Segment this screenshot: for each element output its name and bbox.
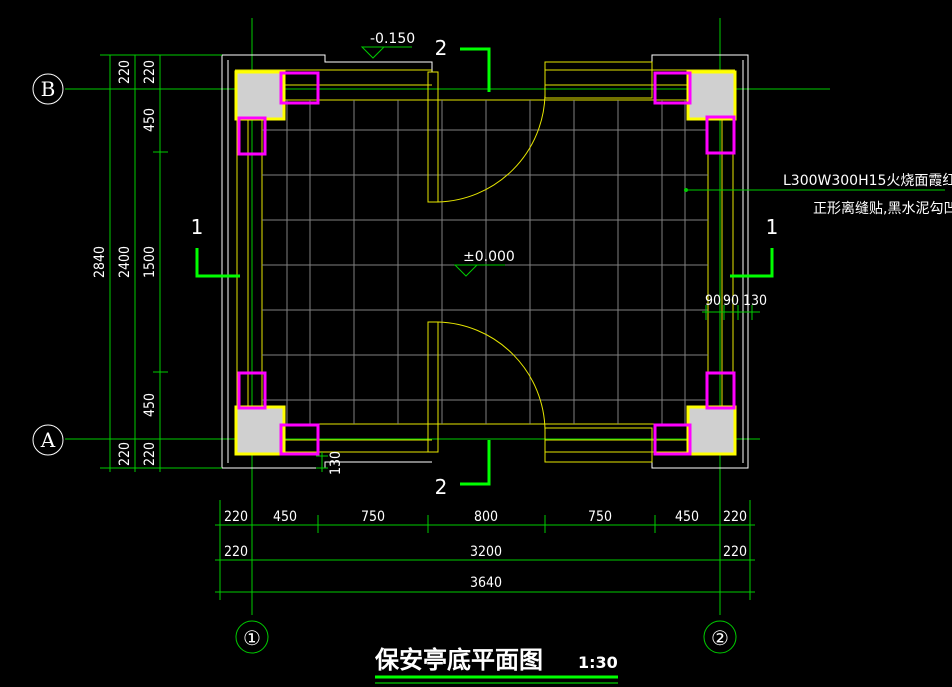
svg-text:450: 450	[142, 108, 158, 132]
svg-text:②: ②	[711, 626, 729, 650]
door-bottom	[427, 321, 546, 453]
svg-text:A: A	[40, 428, 56, 452]
svg-text:2400: 2400	[117, 246, 133, 278]
svg-text:450: 450	[273, 509, 297, 525]
bottom-dimension-texts: 220 450 750 800 750 450 220 220 3200 220…	[224, 509, 747, 591]
left-dimension-lines	[100, 54, 222, 472]
svg-text:450: 450	[675, 509, 699, 525]
svg-text:220: 220	[723, 509, 747, 525]
svg-text:90: 90	[705, 293, 721, 309]
svg-text:保安亭底平面图: 保安亭底平面图	[374, 646, 543, 674]
drawing-title: 保安亭底平面图 1:30	[374, 646, 618, 684]
svg-text:220: 220	[117, 60, 133, 84]
svg-text:±0.000: ±0.000	[463, 249, 515, 265]
svg-text:220: 220	[117, 442, 133, 466]
column-caps	[237, 71, 736, 456]
left-dimension-texts: 2840 2400 220 220 450 1500 450 220 220	[92, 60, 158, 466]
svg-text:450: 450	[142, 393, 158, 417]
svg-text:220: 220	[142, 60, 158, 84]
elevation-outside: -0.150	[360, 31, 415, 59]
section-mark-right: 1	[730, 215, 779, 278]
svg-text:B: B	[41, 77, 56, 101]
door-top	[427, 71, 546, 203]
svg-text:-0.150: -0.150	[370, 31, 415, 47]
right-dims: 90 90 130	[702, 293, 767, 320]
section-mark-left: 1	[191, 215, 240, 278]
svg-text:L300W300H15火烧面霞红石: L300W300H15火烧面霞红石	[783, 173, 952, 189]
svg-text:130: 130	[743, 293, 767, 309]
material-note: L300W300H15火烧面霞红石 正形离缝贴,黑水泥勾凹缝3	[684, 173, 952, 217]
svg-text:3200: 3200	[470, 544, 502, 560]
grid-bubble-1: ①	[235, 620, 269, 654]
svg-text:2840: 2840	[92, 246, 108, 278]
svg-text:220: 220	[142, 442, 158, 466]
svg-text:①: ①	[243, 626, 261, 650]
svg-text:750: 750	[588, 509, 612, 525]
svg-text:800: 800	[474, 509, 498, 525]
svg-text:2: 2	[435, 475, 448, 499]
svg-text:1: 1	[191, 215, 204, 239]
svg-text:正形离缝贴,黑水泥勾凹缝3: 正形离缝贴,黑水泥勾凹缝3	[813, 200, 952, 217]
svg-text:1500: 1500	[142, 246, 158, 278]
floor-tile-grid	[262, 100, 708, 424]
elevation-floor: ±0.000	[453, 249, 515, 277]
grid-bubble-b: B	[32, 73, 64, 105]
section-mark-bottom: 2	[435, 440, 491, 499]
grid-bubble-a: A	[32, 424, 64, 456]
svg-text:220: 220	[224, 509, 248, 525]
svg-text:220: 220	[224, 544, 248, 560]
small-dim-130: 130	[316, 451, 344, 475]
bottom-dimension-lines	[215, 500, 755, 600]
svg-text:130: 130	[328, 451, 344, 475]
grid-bubble-2: ②	[703, 620, 737, 654]
svg-text:1:30: 1:30	[578, 653, 618, 672]
section-mark-top: 2	[435, 36, 491, 92]
svg-text:750: 750	[361, 509, 385, 525]
svg-text:220: 220	[723, 544, 747, 560]
svg-text:3640: 3640	[470, 575, 502, 591]
svg-text:1: 1	[766, 215, 779, 239]
svg-text:90: 90	[723, 293, 739, 309]
svg-text:2: 2	[435, 36, 448, 60]
